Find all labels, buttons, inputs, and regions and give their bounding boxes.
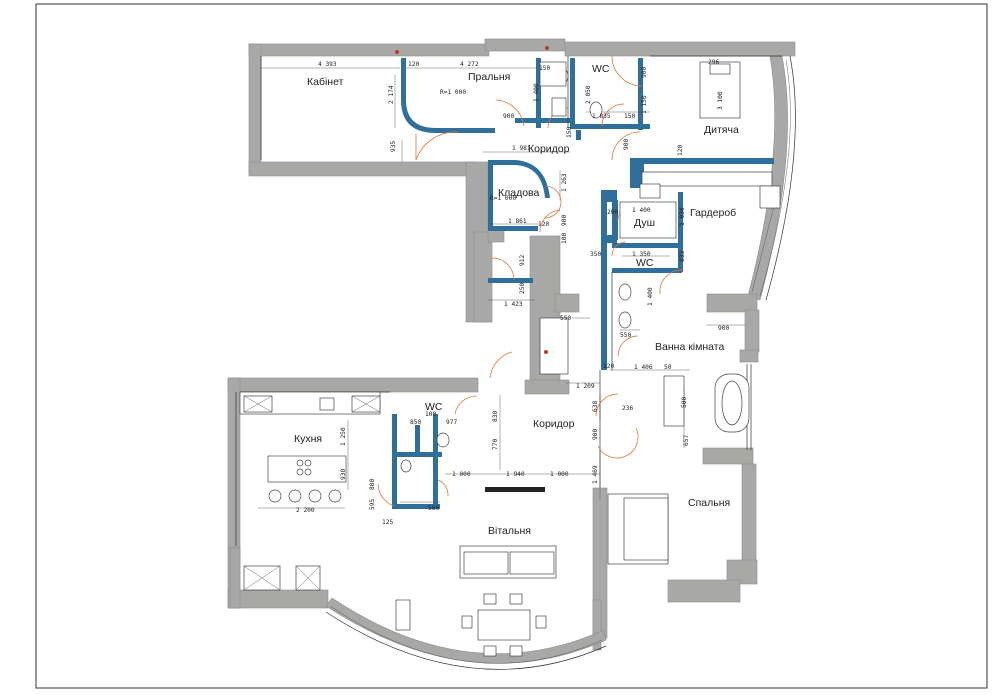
dim-label: 1 400 bbox=[632, 207, 651, 214]
dim-label: 1 350 bbox=[632, 251, 651, 258]
room-dytiacha: Дитяча bbox=[704, 124, 739, 136]
dim-label: 500 bbox=[681, 397, 688, 408]
dim-label: 1 835 bbox=[592, 113, 611, 120]
dim-label: 150 bbox=[539, 65, 550, 72]
room-garderob: Гардероб bbox=[690, 207, 736, 219]
dim-label: 900 bbox=[592, 429, 599, 440]
dim-label: R=1 000 bbox=[440, 89, 466, 96]
dim-label: 150 bbox=[566, 127, 573, 138]
dim-label: 850 bbox=[410, 419, 421, 426]
dim-label: 125 bbox=[382, 519, 393, 526]
dim-label: 3 100 bbox=[717, 91, 724, 110]
dim-label: 120 bbox=[538, 221, 549, 228]
room-spalnia: Спальня bbox=[688, 497, 730, 509]
dim-label: 100 bbox=[561, 233, 568, 244]
dim-label: 930 bbox=[340, 469, 347, 480]
dim-label: 1 000 bbox=[452, 471, 471, 478]
dim-label: 1 400 bbox=[647, 287, 654, 306]
room-vanna: Ванна кімната bbox=[655, 341, 724, 353]
room-kladova: Кладова bbox=[498, 187, 540, 199]
room-pralnia: Пральня bbox=[468, 71, 510, 83]
dim-label: 120 bbox=[603, 363, 614, 370]
dim-label: 935 bbox=[390, 141, 397, 152]
dim-label: 900 bbox=[561, 215, 568, 226]
dim-label: 120 bbox=[408, 61, 419, 68]
dim-label: 977 bbox=[446, 419, 457, 426]
room-dush: Душ bbox=[634, 217, 655, 229]
dim-label: 800 bbox=[369, 479, 376, 490]
room-kabinet: Кабінет bbox=[307, 76, 344, 88]
new-partitions bbox=[392, 58, 774, 509]
dimension-labels: 4 393 120 4 272 150 296 900 2 174 R=1 00… bbox=[296, 59, 729, 526]
doors bbox=[377, 55, 685, 507]
dim-label: 1 030 bbox=[679, 207, 686, 226]
dim-label: 250 bbox=[519, 283, 526, 294]
room-korydor-2: Коридор bbox=[533, 418, 575, 430]
dim-label: 200 bbox=[607, 209, 618, 216]
room-kukhnia: Кухня bbox=[294, 433, 322, 445]
room-wc-3: WC bbox=[425, 401, 443, 413]
exterior-walls bbox=[227, 38, 796, 664]
dim-label: 1 469 bbox=[592, 465, 599, 484]
dim-label: 2 174 bbox=[388, 85, 395, 104]
room-vitalnia: Вітальня bbox=[488, 525, 531, 537]
furniture bbox=[239, 46, 781, 657]
dim-label: 120 bbox=[677, 145, 684, 156]
dim-label: 1 250 bbox=[340, 427, 347, 446]
dim-label: 50 bbox=[664, 364, 672, 371]
dim-label: 912 bbox=[519, 255, 526, 266]
dim-label: 900 bbox=[503, 113, 514, 120]
dim-label: 595 bbox=[369, 499, 376, 510]
dim-label: 2 200 bbox=[296, 507, 315, 514]
dim-label: 900 bbox=[641, 67, 648, 78]
room-wc-1: WC bbox=[592, 63, 610, 75]
dim-label: 638 bbox=[592, 401, 599, 412]
dim-label: 1 400 bbox=[533, 83, 540, 102]
dim-label: 1 861 bbox=[508, 218, 527, 225]
dim-label: 1 981 bbox=[512, 145, 531, 152]
dim-label: 550 bbox=[620, 332, 631, 339]
dim-label: 833 bbox=[679, 251, 686, 262]
dim-label: 4 272 bbox=[460, 61, 479, 68]
dim-label: 1 423 bbox=[504, 301, 523, 308]
page-frame bbox=[35, 3, 988, 689]
dim-label: 770 bbox=[492, 439, 499, 450]
dim-label: R=1 000 bbox=[490, 195, 516, 202]
dim-label: 236 bbox=[622, 405, 633, 412]
dim-label: 1 406 bbox=[634, 364, 653, 371]
dim-label: 657 bbox=[683, 435, 690, 446]
dim-label: 550 bbox=[560, 315, 571, 322]
dim-label: 350 bbox=[590, 251, 601, 258]
room-korydor-1: Коридор bbox=[528, 143, 570, 155]
dim-label: 830 bbox=[492, 411, 499, 422]
dim-label: 2 050 bbox=[585, 85, 592, 104]
dim-label: 150 bbox=[624, 113, 635, 120]
dim-label: 1 263 bbox=[561, 173, 568, 192]
dim-label: 296 bbox=[708, 59, 719, 66]
room-labels: Кабінет Пральня WC Дитяча Коридор Кладов… bbox=[294, 63, 739, 537]
dim-label: 1 209 bbox=[576, 383, 595, 390]
dim-label: 4 393 bbox=[318, 61, 337, 68]
dim-label: 1 150 bbox=[641, 95, 648, 114]
room-wc-2: WC bbox=[636, 257, 654, 269]
dim-label: 560 bbox=[428, 505, 439, 512]
dim-label: 900 bbox=[718, 325, 729, 332]
dim-label: 1 940 bbox=[506, 471, 525, 478]
dim-label: 100 bbox=[425, 411, 436, 418]
dim-label: 900 bbox=[623, 139, 630, 150]
dim-label: 1 000 bbox=[550, 471, 569, 478]
